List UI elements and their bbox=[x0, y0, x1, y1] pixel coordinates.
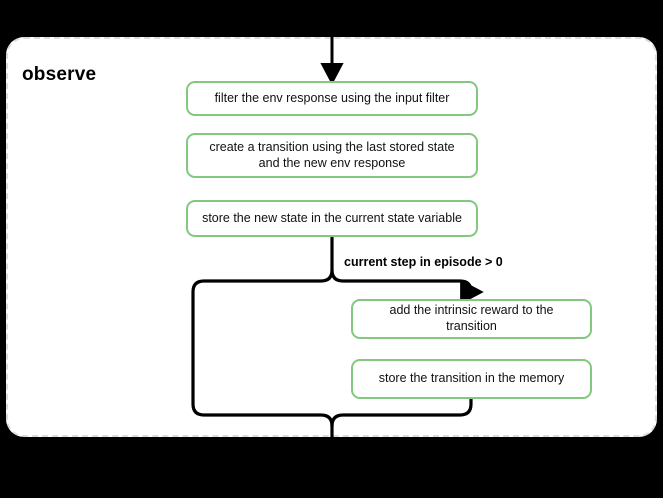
branch-condition-label: current step in episode > 0 bbox=[344, 255, 503, 269]
node-create-transition[interactable]: create a transition using the last store… bbox=[186, 133, 478, 178]
node-add-intrinsic-reward[interactable]: add the intrinsic reward to the transiti… bbox=[351, 299, 592, 339]
observe-group-title: observe bbox=[22, 64, 97, 85]
node-store-transition-memory[interactable]: store the transition in the memory bbox=[351, 359, 592, 399]
node-filter-env-response[interactable]: filter the env response using the input … bbox=[186, 81, 478, 116]
node-store-new-state[interactable]: store the new state in the current state… bbox=[186, 200, 478, 237]
